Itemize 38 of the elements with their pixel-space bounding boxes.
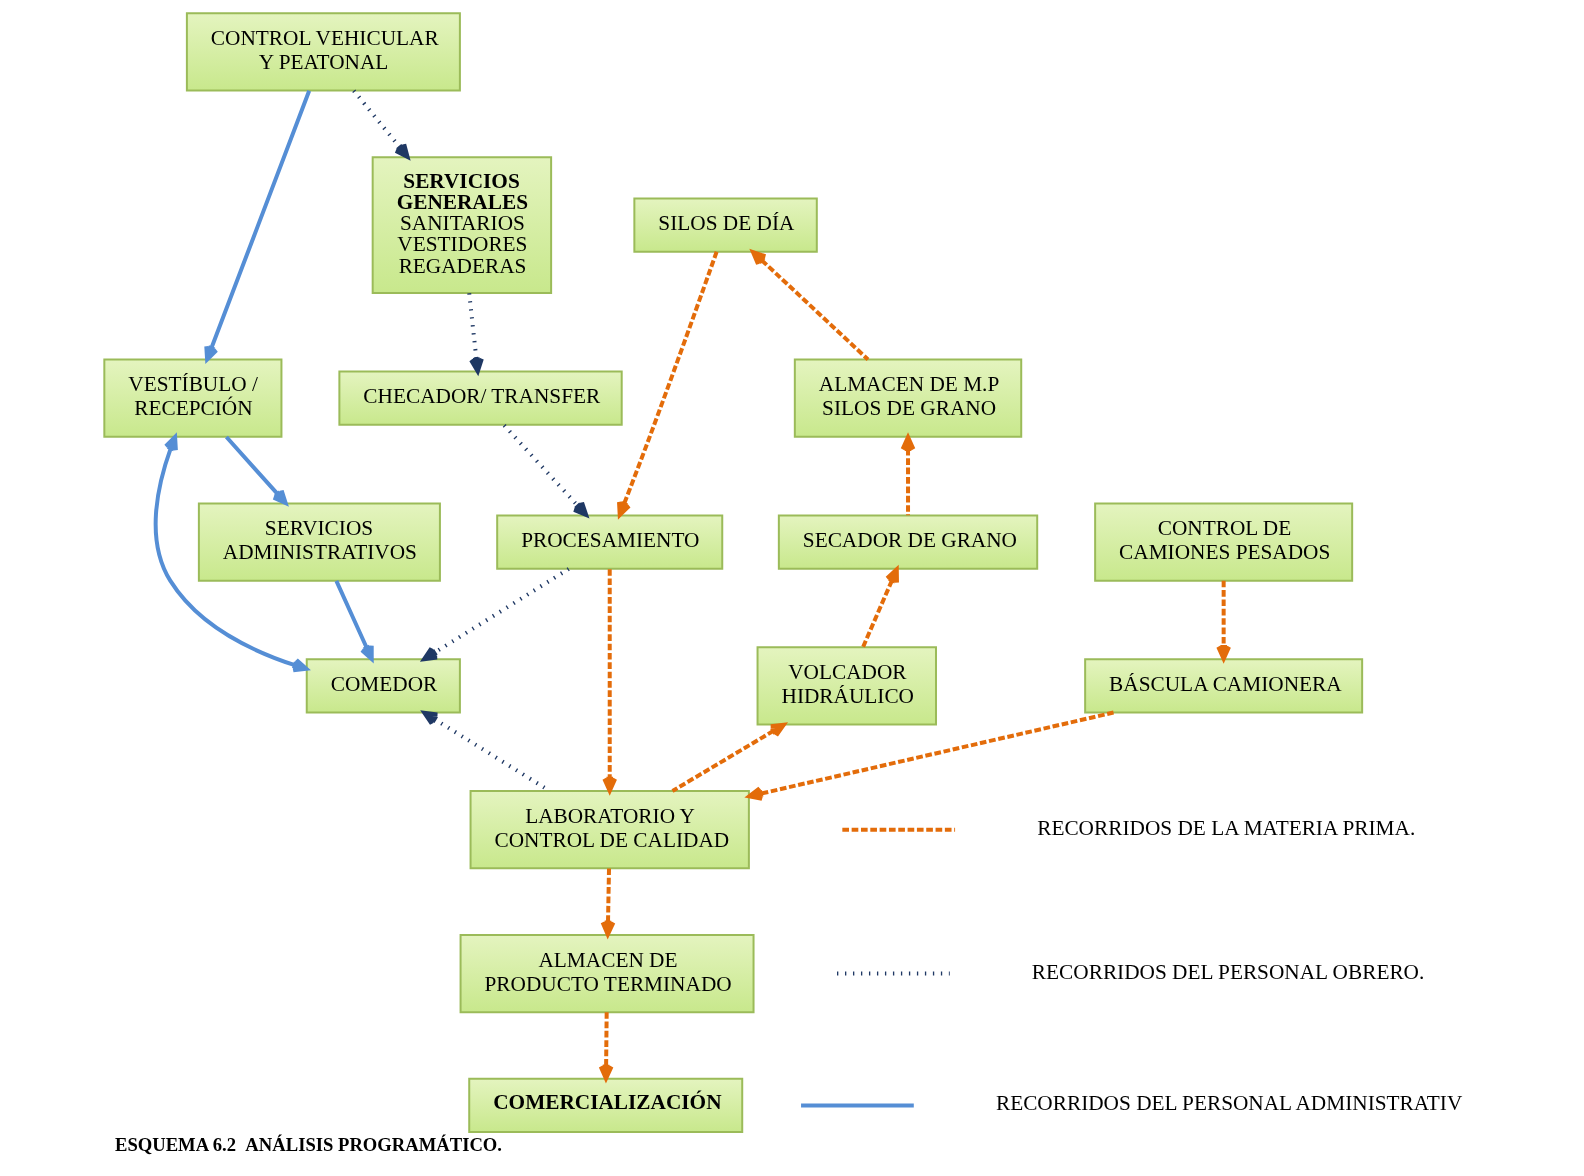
arrow [860,567,899,648]
arrow [598,1012,613,1081]
arrow [203,90,311,362]
arrow [616,251,718,518]
legend-label: RECORRIDOS DEL PERSONAL OBRERO. [1031,959,1424,984]
arrow [351,89,410,159]
node-box: CHECADOR/ TRANSFER [337,370,623,426]
node-box: SERVICIOS ADMINISTRATIVOS [197,502,441,582]
node-box: CONTROL VEHICULAR Y PEATONAL [185,12,461,92]
node-box: PROCESAMIENTO [495,514,723,570]
node-box: SILOS DE DÍA [632,197,818,253]
arrow [153,434,308,673]
node-box: COMERCIALIZACIÓN [467,1077,743,1133]
node-box: VOLCADOR HIDRÁULICO [756,646,937,726]
arrow [502,424,588,517]
node-box: LABORATORIO Y CONTROL DE CALIDAD [469,790,750,870]
legend-label: RECORRIDOS DEL PERSONAL ADMINISTRATIV [995,1091,1462,1116]
node-box: ALMACEN DE M.P SILOS DE GRANO [793,358,1022,438]
caption: ESQUEMA 6.2 ANÁLISIS PROGRAMÁTICO. [114,1133,502,1155]
arrow [746,710,1114,801]
arrow [750,249,869,361]
arrow [601,569,617,793]
node-box: ALMACEN DE PRODUCTO TERMINADO [459,933,755,1014]
node-box: SERVICIOS GENERALES SANITARIOS VESTIDORES REGADERAS [371,156,552,294]
arrow [224,435,288,506]
node-box: SECADOR DE GRANO [777,514,1038,570]
legend-label: RECORRIDOS DE LA MATERIA PRIMA. [1036,815,1415,840]
node-box: COMEDOR [305,658,461,714]
arrow [334,580,374,661]
arrow [600,868,615,937]
node-box: VESTÍBULO / RECEPCIÓN [102,358,282,438]
arrow [900,435,915,516]
arrow [421,567,570,662]
arrow [466,293,484,374]
node-box: BÁSCULA CAMIONERA [1083,658,1363,714]
node-box: CONTROL DE CAMIONES PESADOS [1093,502,1353,582]
arrow [671,722,786,793]
arrow [1215,580,1231,661]
